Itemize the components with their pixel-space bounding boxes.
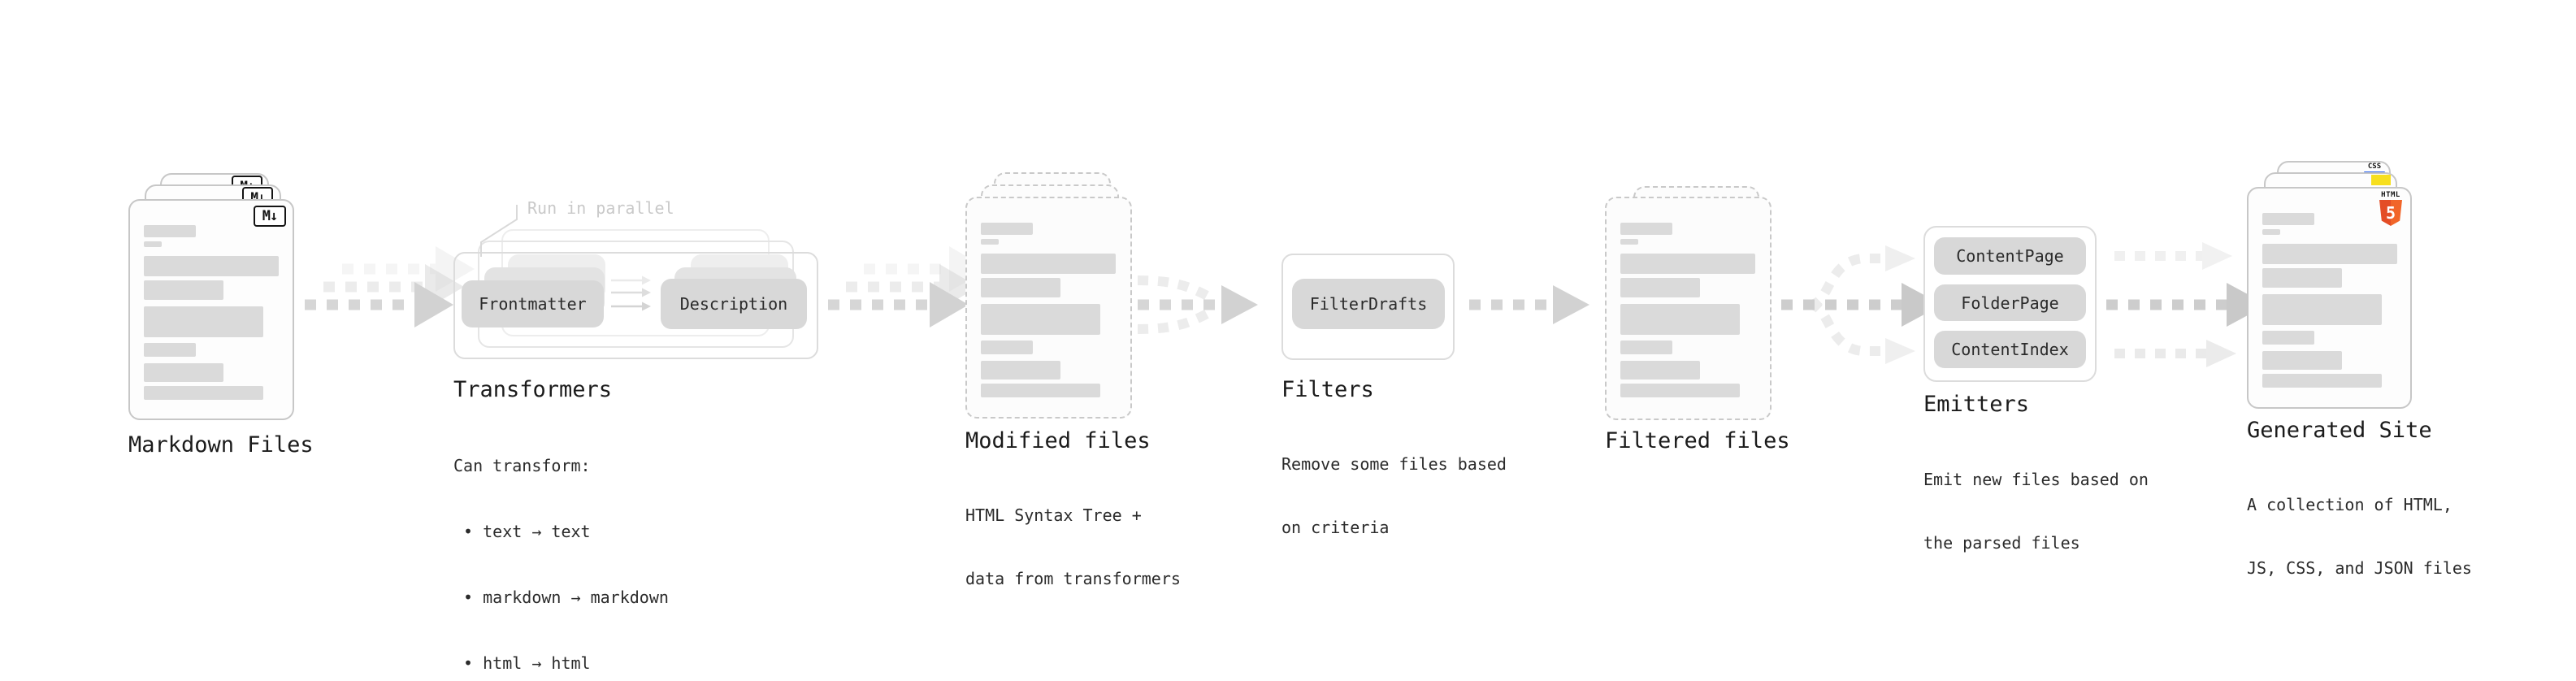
generated-site-caption: A collection of HTML, JS, CSS, and JSON … (2247, 495, 2472, 578)
modified-files-caption: HTML Syntax Tree + data from transformer… (965, 505, 1181, 588)
filtered-files-title: Filtered files (1605, 428, 1790, 453)
doc-text-placeholder (1620, 223, 1756, 397)
transformers-title: Transformers (453, 377, 613, 402)
flow-arrow-merge (1137, 275, 1258, 334)
doc-page-front (128, 199, 294, 420)
filter-box-filterdrafts: FilterDrafts (1292, 279, 1445, 329)
parallel-frame-front (453, 252, 818, 359)
filters-title: Filters (1281, 377, 1374, 402)
markdown-files-title: Markdown Files (128, 432, 314, 458)
modified-files-title: Modified files (965, 428, 1151, 453)
filters-caption: Remove some files based on criteria (1281, 454, 1507, 537)
run-in-parallel-callout-line (480, 205, 518, 257)
parallel-arrows-icon (611, 275, 651, 311)
run-in-parallel-note: Run in parallel (527, 198, 674, 218)
html5-file-icon: HTML 5 (2379, 191, 2403, 226)
emitter-box-contentindex: ContentIndex (1934, 331, 2086, 368)
doc-text-placeholder (981, 223, 1117, 397)
emitters-caption: Emit new files based on the parsed files (1923, 470, 2149, 553)
js-file-icon (2371, 175, 2391, 185)
flow-arrow-4 (1469, 285, 1589, 324)
markdown-icon: M↓ (254, 206, 286, 227)
doc-text-placeholder (2262, 213, 2397, 388)
doc-page-front (965, 197, 1132, 419)
emitter-box-contentpage: ContentPage (1934, 237, 2086, 275)
flow-arrow-2 (828, 246, 988, 327)
doc-text-placeholder (144, 225, 279, 400)
flow-arrow-1 (305, 246, 475, 327)
emitters-title: Emitters (1923, 392, 2030, 417)
transformer-box-frontmatter: Frontmatter (462, 280, 604, 327)
flow-arrow-split (1781, 245, 1942, 364)
doc-page-front (1605, 197, 1772, 420)
emitter-box-folderpage: FolderPage (1934, 284, 2086, 321)
transformer-box-description: Description (661, 279, 807, 329)
doc-page-front (2247, 187, 2412, 409)
transformers-caption: Can transform: • text → text • markdown … (453, 456, 669, 673)
generated-site-title: Generated Site (2247, 418, 2432, 443)
